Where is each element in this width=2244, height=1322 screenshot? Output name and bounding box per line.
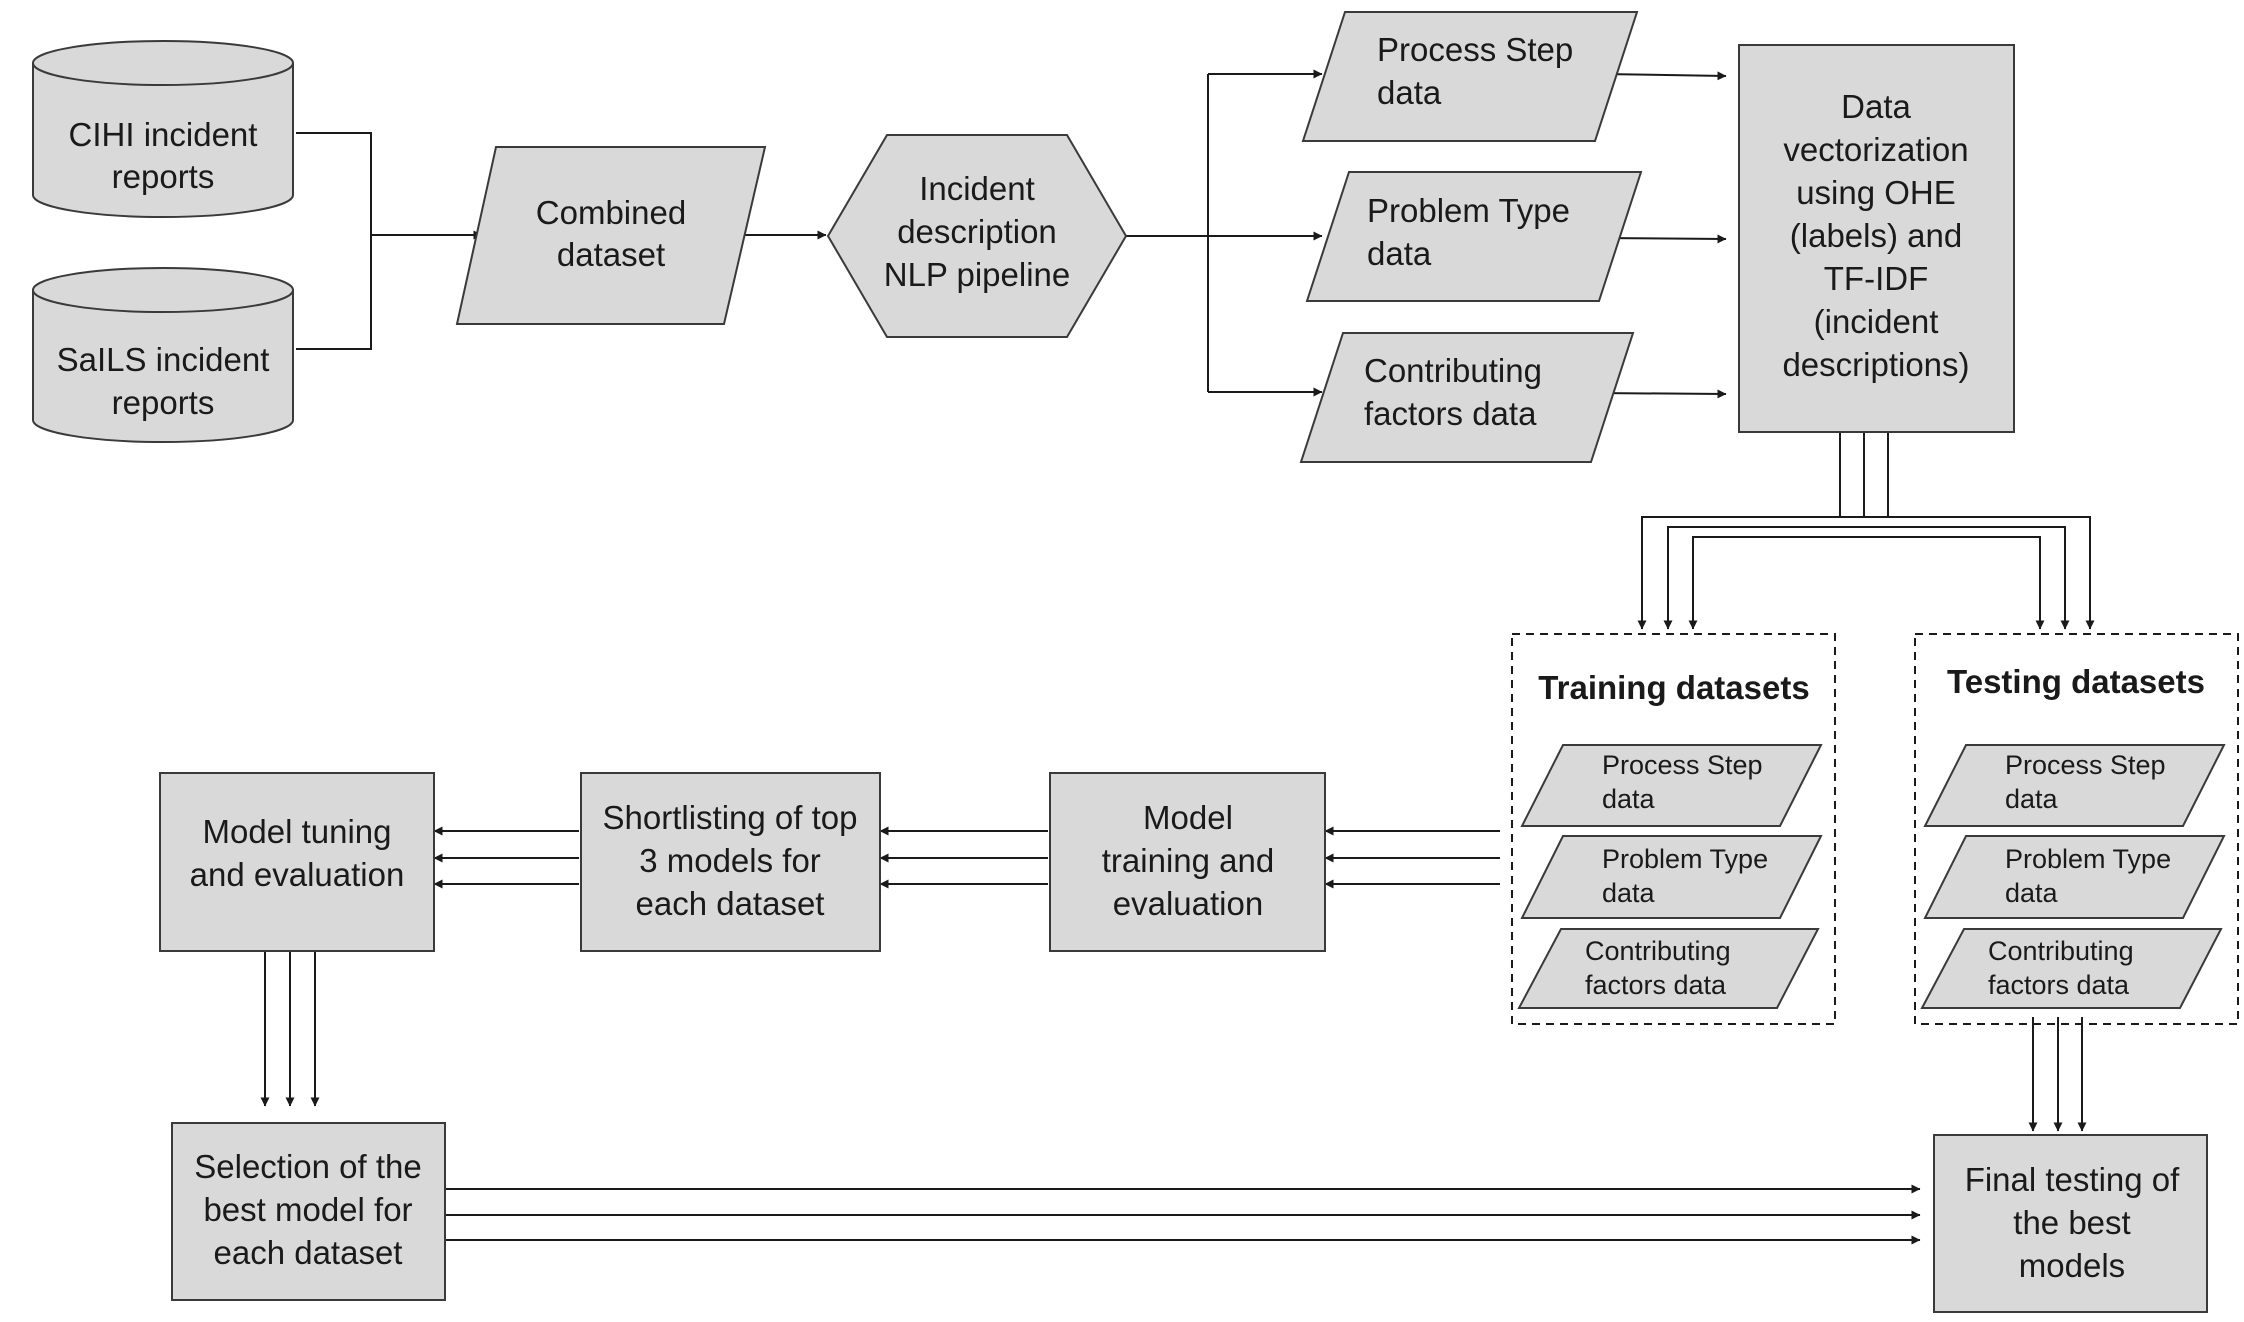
contributing-factors-data-node: Contributing factors data bbox=[1299, 332, 1635, 463]
problem-type-data-node: Problem Type data bbox=[1305, 171, 1643, 302]
process-step-label-line-2: data bbox=[1377, 74, 1442, 111]
vectorization-label-line-7: descriptions) bbox=[1782, 346, 1969, 383]
test-contributing-line-2: factors data bbox=[1988, 970, 2130, 1000]
combined-label-line-1: Combined bbox=[536, 194, 686, 231]
model-training-line-2: training and bbox=[1102, 842, 1274, 879]
cihi-label-line-2: reports bbox=[112, 158, 215, 195]
train-contributing-line-2: factors data bbox=[1585, 970, 1727, 1000]
shortlisting-line-3: each dataset bbox=[636, 885, 825, 922]
arrow-to-train-3 bbox=[1688, 536, 1888, 630]
model-training-line-1: Model bbox=[1143, 799, 1233, 836]
test-problem-type-line-1: Problem Type bbox=[2005, 844, 2171, 874]
problem-type-label-line-2: data bbox=[1367, 235, 1432, 272]
arrow-to-test-3 bbox=[1888, 536, 2045, 630]
shortlisting-line-2: 3 models for bbox=[639, 842, 821, 879]
data-vectorization-node: Data vectorization using OHE (labels) an… bbox=[1738, 44, 2015, 433]
arrow-to-train-2 bbox=[1663, 526, 1864, 630]
test-process-step-line-1: Process Step bbox=[2005, 750, 2166, 780]
selection-line-3: each dataset bbox=[214, 1234, 403, 1271]
model-tuning-line-2: and evaluation bbox=[190, 856, 405, 893]
final-line-1: Final testing of bbox=[1965, 1161, 2180, 1198]
training-datasets-title: Training datasets bbox=[1538, 669, 1809, 706]
final-testing-node: Final testing of the best models bbox=[1933, 1134, 2208, 1313]
contributing-label-line-1: Contributing bbox=[1364, 352, 1542, 389]
train-process-step-node: Process Step data bbox=[1520, 744, 1823, 827]
process-step-label-line-1: Process Step bbox=[1377, 31, 1573, 68]
vectorization-label-line-4: (labels) and bbox=[1790, 217, 1962, 254]
shortlisting-node: Shortlisting of top 3 models for each da… bbox=[580, 772, 881, 952]
selection-line-1: Selection of the bbox=[194, 1148, 422, 1185]
train-problem-type-line-1: Problem Type bbox=[1602, 844, 1768, 874]
model-training-line-3: evaluation bbox=[1113, 885, 1263, 922]
training-datasets-group: Training datasets Process Step data Prob… bbox=[1511, 633, 1836, 1025]
train-process-step-line-2: data bbox=[1602, 784, 1656, 814]
combined-label-line-2: dataset bbox=[557, 236, 665, 273]
db-merge-line bbox=[296, 132, 372, 350]
vectorization-label-line-3: using OHE bbox=[1796, 174, 1956, 211]
model-training-node: Model training and evaluation bbox=[1049, 772, 1326, 952]
model-selection-node: Selection of the best model for each dat… bbox=[171, 1122, 446, 1301]
nlp-label-line-3: NLP pipeline bbox=[884, 256, 1071, 293]
vectorization-label-line-6: (incident bbox=[1814, 303, 1939, 340]
test-problem-type-line-2: data bbox=[2005, 878, 2059, 908]
sails-database: SaILS incident reports bbox=[32, 267, 294, 443]
connectors bbox=[260, 69, 2095, 1245]
arrow-to-train-1 bbox=[1637, 516, 1840, 630]
sails-label-line-2: reports bbox=[112, 384, 215, 421]
process-step-data-node: Process Step data bbox=[1301, 11, 1639, 142]
nlp-label-line-1: Incident bbox=[919, 170, 1035, 207]
test-problem-type-node: Problem Type data bbox=[1923, 835, 2226, 919]
testing-datasets-title: Testing datasets bbox=[1947, 663, 2205, 700]
test-process-step-node: Process Step data bbox=[1923, 744, 2226, 827]
cihi-label-line-1: CIHI incident bbox=[69, 116, 258, 153]
arrow-contrib-to-vec bbox=[1593, 389, 1727, 399]
sails-label-line-1: SaILS incident bbox=[57, 341, 270, 378]
final-line-3: models bbox=[2019, 1247, 2125, 1284]
train-problem-type-node: Problem Type data bbox=[1520, 835, 1823, 919]
train-process-step-line-1: Process Step bbox=[1602, 750, 1763, 780]
combined-dataset-node: Combined dataset bbox=[455, 146, 767, 325]
vectorization-label-line-1: Data bbox=[1841, 88, 1911, 125]
model-tuning-node: Model tuning and evaluation bbox=[159, 772, 435, 952]
test-contributing-line-1: Contributing bbox=[1988, 936, 2134, 966]
model-tuning-line-1: Model tuning bbox=[203, 813, 392, 850]
problem-type-label-line-1: Problem Type bbox=[1367, 192, 1570, 229]
arrow-to-test-1 bbox=[1840, 516, 2095, 630]
contributing-label-line-2: factors data bbox=[1364, 395, 1537, 432]
vectorization-label-line-2: vectorization bbox=[1783, 131, 1968, 168]
selection-line-2: best model for bbox=[203, 1191, 412, 1228]
vectorization-label-line-5: TF-IDF bbox=[1824, 260, 1928, 297]
shortlisting-line-1: Shortlisting of top bbox=[603, 799, 858, 836]
test-process-step-line-2: data bbox=[2005, 784, 2059, 814]
arrow-to-test-2 bbox=[1864, 526, 2070, 630]
train-contributing-line-1: Contributing bbox=[1585, 936, 1731, 966]
arrow-process-to-vec bbox=[1601, 71, 1727, 81]
cihi-database: CIHI incident reports bbox=[32, 40, 294, 218]
nlp-pipeline-node: Incident description NLP pipeline bbox=[826, 134, 1128, 338]
test-contributing-node: Contributing factors data bbox=[1920, 928, 2223, 1009]
train-problem-type-line-2: data bbox=[1602, 878, 1656, 908]
testing-datasets-group: Testing datasets Process Step data Probl… bbox=[1914, 633, 2239, 1025]
nlp-label-line-2: description bbox=[897, 213, 1057, 250]
final-line-2: the best bbox=[2013, 1204, 2130, 1241]
train-contributing-node: Contributing factors data bbox=[1517, 928, 1820, 1009]
